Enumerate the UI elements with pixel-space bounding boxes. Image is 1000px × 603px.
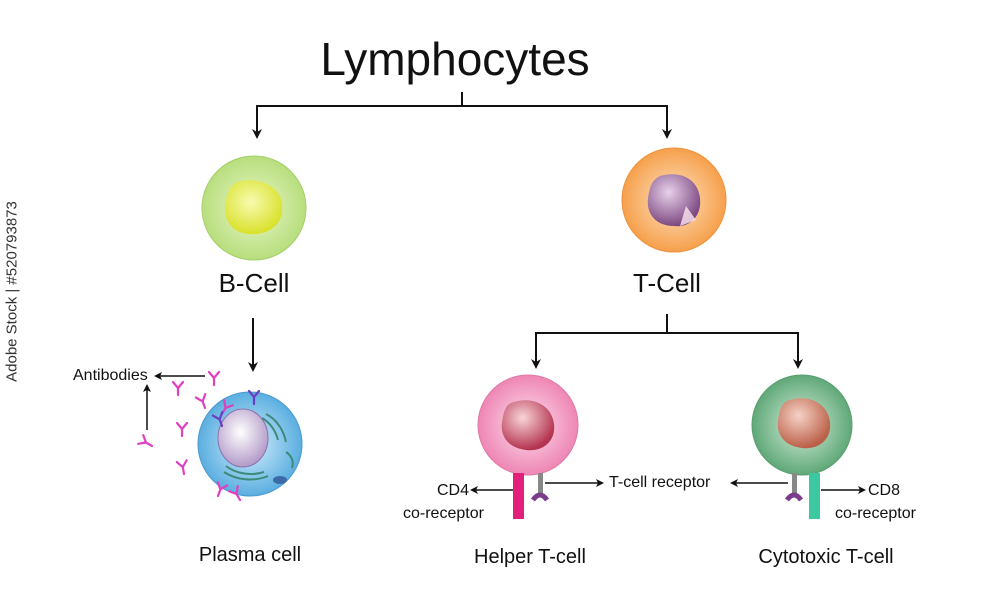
tcr-stalk-cytotoxic xyxy=(792,473,797,495)
tcr-stalk-helper xyxy=(538,473,543,495)
plasma-cell-label: Plasma cell xyxy=(198,544,302,566)
b-cell-label: B-Cell xyxy=(218,268,290,298)
plasma-cell-graphic xyxy=(197,391,303,497)
tcr-head-cytotoxic xyxy=(784,492,804,502)
cd4-label: CD4 xyxy=(437,482,470,499)
stock-watermark: Adobe Stock | #520793873 xyxy=(3,201,21,382)
cd4-coreceptor-label: co-receptor xyxy=(403,505,484,522)
antibodies-arrows xyxy=(143,372,205,430)
diagram-title: Lymphocytes xyxy=(320,33,590,85)
helper-t-cell-graphic xyxy=(477,374,579,519)
helper-t-cell-label: Helper T-cell xyxy=(474,546,586,568)
b-cell-graphic xyxy=(201,155,307,261)
t-cell-label: T-Cell xyxy=(633,268,701,298)
t-cell-branch-connector xyxy=(531,314,803,369)
cd4-receptor xyxy=(513,473,524,519)
antibodies-label: Antibodies xyxy=(73,367,148,384)
cd8-coreceptor-label: co-receptor xyxy=(835,505,916,522)
tcr-label: T-cell receptor xyxy=(609,474,711,491)
cytotoxic-t-cell-graphic xyxy=(751,374,853,519)
receptor-arrows xyxy=(470,479,866,494)
cd8-receptor xyxy=(809,473,820,519)
cytotoxic-t-cell-label: Cytotoxic T-cell xyxy=(758,546,894,568)
cd8-label: CD8 xyxy=(868,482,901,499)
tcr-head-helper xyxy=(530,492,550,502)
top-connector xyxy=(252,92,672,139)
t-cell-graphic xyxy=(621,147,727,253)
